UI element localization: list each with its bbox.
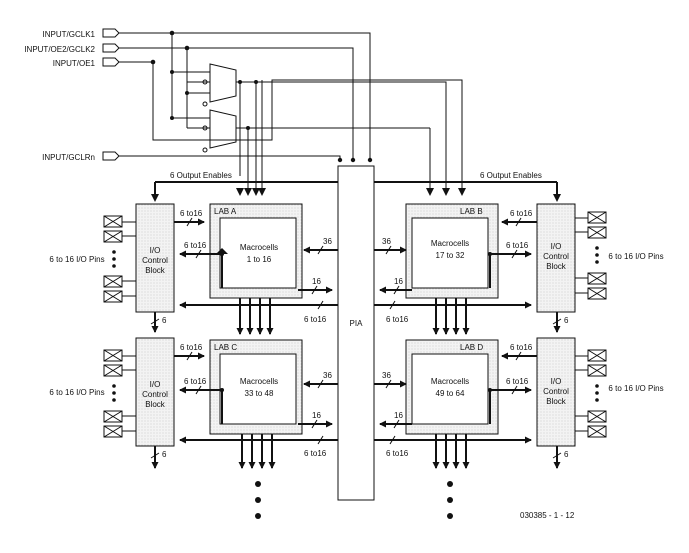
io-control-block-top-left: I/O Control Block xyxy=(135,203,175,313)
global-inputs: INPUT/GCLK1 INPUT/OE2/GCLK2 INPUT/OE1 IN… xyxy=(24,28,463,192)
output-enables-bus: 6 Output Enables 6 Output Enables xyxy=(151,171,561,202)
bus-label-b-out: 6 to16 xyxy=(506,241,529,250)
lab-d: LAB D Macrocells 49 to 64 xyxy=(405,339,499,435)
input-oe2-gclk2-label: INPUT/OE2/GCLK2 xyxy=(24,45,95,54)
buses-bottom: 6 to16 6 to16 36 16 6 to16 6 36 16 6 to1… xyxy=(150,343,569,469)
lab-c-macrocells: Macrocells xyxy=(240,377,278,386)
pia-label: PIA xyxy=(350,319,364,328)
io-block-tl-line2: Control xyxy=(142,256,168,265)
bus-label-b-36: 36 xyxy=(382,237,391,246)
io-block-bl-line1: I/O xyxy=(150,380,161,389)
lab-b: LAB B Macrocells 17 to 32 xyxy=(405,203,499,299)
io-pins-label-tr: 6 to 16 I/O Pins xyxy=(608,252,663,261)
bus-label-a-16: 16 xyxy=(312,277,321,286)
io-pins-bottom-right: 6 to 16 I/O Pins xyxy=(575,349,664,438)
io-pins-label-br: 6 to 16 I/O Pins xyxy=(608,384,663,393)
input-pin-gclrn-icon xyxy=(102,151,120,161)
pia-block: PIA xyxy=(337,165,375,501)
bus-label-d-io: 6 to16 xyxy=(386,449,409,458)
io-block-br-line3: Block xyxy=(546,397,567,406)
io-block-bl-line2: Control xyxy=(142,390,168,399)
bus-label-c-in: 6 to16 xyxy=(180,343,203,352)
lab-c-macrocell-range: 33 to 48 xyxy=(245,389,274,398)
bus-label-d-36: 36 xyxy=(382,371,391,380)
io-block-tl-line3: Block xyxy=(145,266,166,275)
bus-label-c-out: 6 to16 xyxy=(184,377,207,386)
io-block-tl-line1: I/O xyxy=(150,246,161,255)
io-control-block-top-right: I/O Control Block xyxy=(536,203,576,313)
bus-label-a-in: 6 to16 xyxy=(180,209,203,218)
bus-label-a-io: 6 to16 xyxy=(304,315,327,324)
bus-label-c-36: 36 xyxy=(323,371,332,380)
lab-a-macrocell-range: 1 to 16 xyxy=(247,255,272,264)
io-block-tr-line2: Control xyxy=(543,252,569,261)
bus-label-a-36: 36 xyxy=(323,237,332,246)
bus-label-6-bl: 6 xyxy=(162,450,167,459)
bus-label-a-out: 6 to16 xyxy=(184,241,207,250)
lab-d-macrocell-range: 49 to 64 xyxy=(436,389,465,398)
io-pins-top-left: 6 to 16 I/O Pins xyxy=(49,215,136,303)
input-pin-gclk1-icon xyxy=(102,28,120,38)
io-block-br-line2: Control xyxy=(543,387,569,396)
lab-a-macrocells: Macrocells xyxy=(240,243,278,252)
input-oe1-label: INPUT/OE1 xyxy=(53,59,96,68)
io-pins-bottom-left: 6 to 16 I/O Pins xyxy=(49,349,136,438)
bus-label-d-16: 16 xyxy=(394,411,403,420)
bus-label-b-in: 6 to16 xyxy=(510,209,533,218)
bus-label-6-tl: 6 xyxy=(162,316,167,325)
io-block-br-line1: I/O xyxy=(551,377,562,386)
oe-mux-1 xyxy=(209,63,237,103)
figure-id: 030385 - 1 - 12 xyxy=(520,511,575,520)
buses-top: 6 to16 6 to16 36 16 6 to16 6 36 16 6 to1… xyxy=(150,209,569,335)
bus-label-6-br: 6 xyxy=(564,450,569,459)
lab-c-label: LAB C xyxy=(214,343,237,352)
continuation-dots xyxy=(255,481,453,519)
input-gclk1-label: INPUT/GCLK1 xyxy=(43,30,96,39)
output-enables-left-label: 6 Output Enables xyxy=(170,171,232,180)
io-pins-label-bl: 6 to 16 I/O Pins xyxy=(49,388,104,397)
io-pins-label-tl: 6 to 16 I/O Pins xyxy=(49,255,104,264)
io-block-bl-line3: Block xyxy=(145,400,166,409)
lab-d-label: LAB D xyxy=(460,343,483,352)
bus-label-d-out: 6 to16 xyxy=(506,377,529,386)
io-block-tr-line1: I/O xyxy=(551,242,562,251)
lab-b-label: LAB B xyxy=(460,207,483,216)
lab-a-label: LAB A xyxy=(214,207,237,216)
io-block-tr-line3: Block xyxy=(546,262,567,271)
io-pins-top-right: 6 to 16 I/O Pins xyxy=(575,211,664,300)
input-gclrn-label: INPUT/GCLRn xyxy=(42,153,95,162)
lab-b-macrocells: Macrocells xyxy=(431,239,469,248)
io-control-block-bottom-right: I/O Control Block xyxy=(536,337,576,447)
oe-mux-2 xyxy=(209,109,237,149)
lab-d-macrocells: Macrocells xyxy=(431,377,469,386)
input-pin-gclk2-icon xyxy=(102,43,120,53)
bus-label-b-io: 6 to16 xyxy=(386,315,409,324)
lab-a: LAB A Macrocells 1 to 16 xyxy=(209,203,303,299)
lab-c: LAB C Macrocells 33 to 48 xyxy=(209,339,303,435)
input-pin-oe1-icon xyxy=(102,57,120,67)
lab-b-macrocell-range: 17 to 32 xyxy=(436,251,465,260)
bus-label-d-in: 6 to16 xyxy=(510,343,533,352)
io-control-block-bottom-left: I/O Control Block xyxy=(135,337,175,447)
bus-label-b-16: 16 xyxy=(394,277,403,286)
bus-label-c-16: 16 xyxy=(312,411,321,420)
bus-label-6-tr: 6 xyxy=(564,316,569,325)
output-enables-right-label: 6 Output Enables xyxy=(480,171,542,180)
bus-label-c-io: 6 to16 xyxy=(304,449,327,458)
